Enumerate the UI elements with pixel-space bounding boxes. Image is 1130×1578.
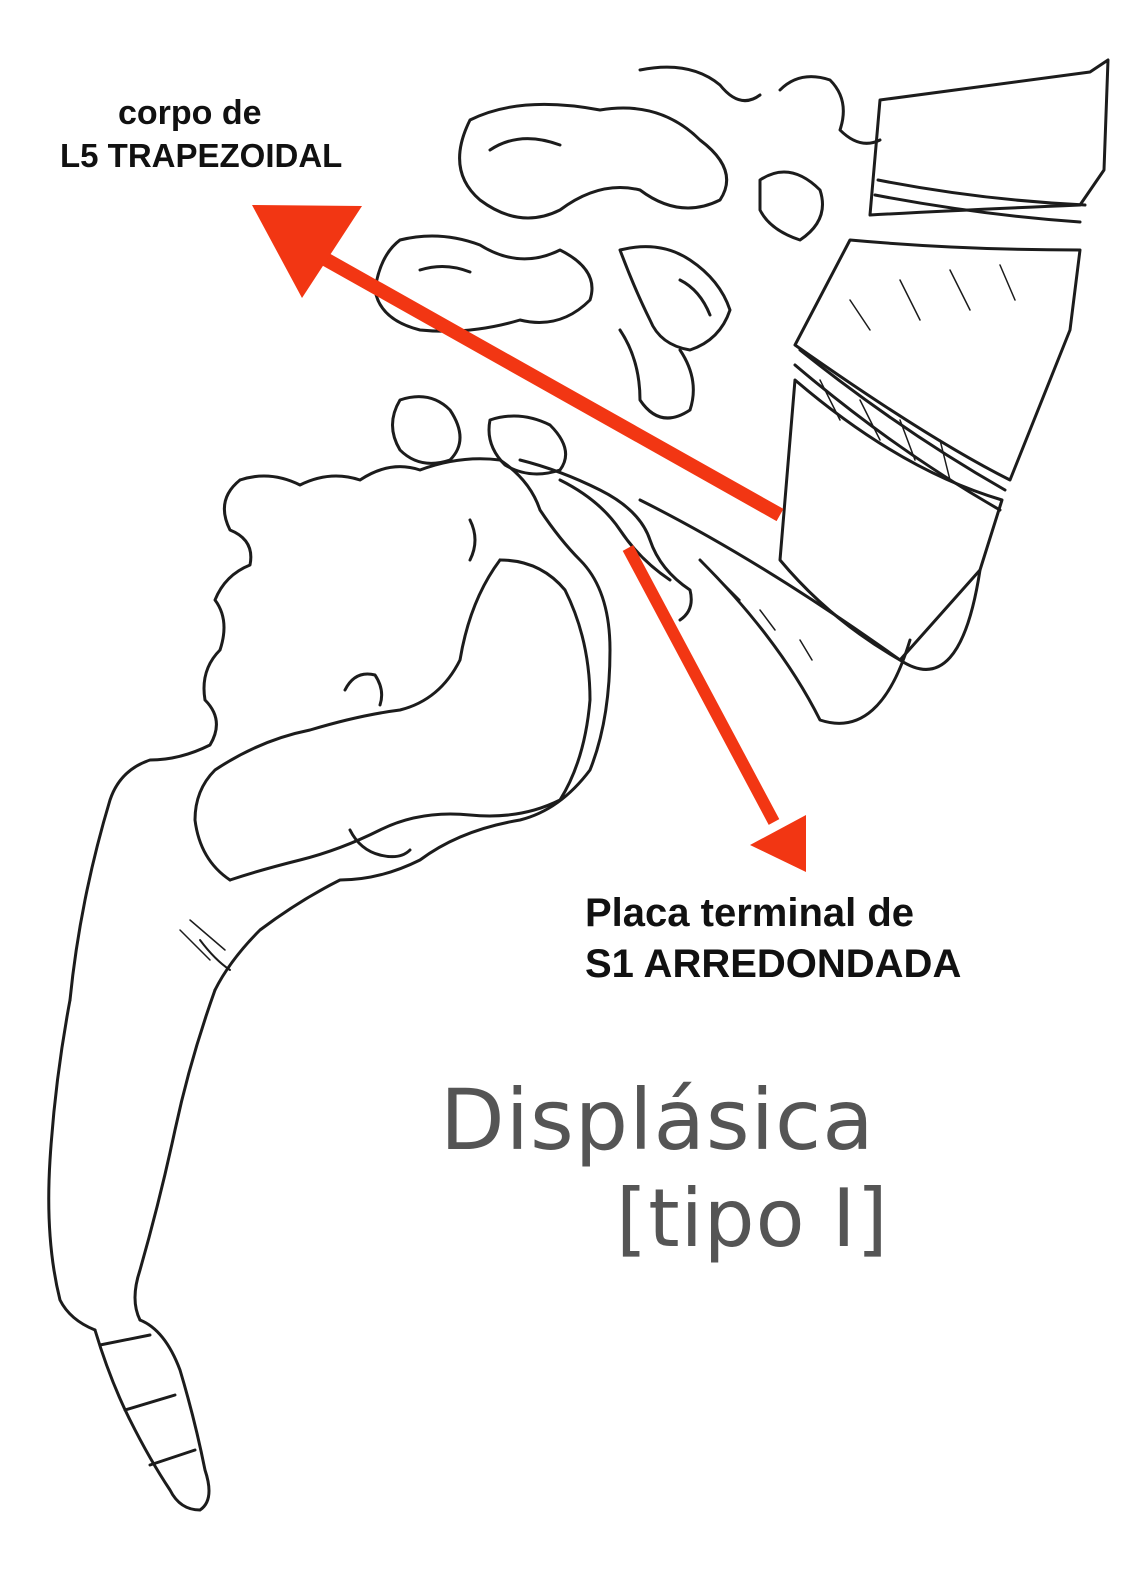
label-s1-line2: S1 ARREDONDADA bbox=[585, 939, 961, 990]
arrow-l5-body bbox=[252, 205, 780, 515]
label-l5-line2: L5 TRAPEZOIDAL bbox=[60, 135, 342, 176]
sacrum bbox=[70, 459, 610, 1000]
label-s1-line1: Placa terminal de bbox=[585, 888, 961, 939]
label-s1-rounded: Placa terminal de S1 ARREDONDADA bbox=[585, 888, 961, 990]
l5-s1-disc bbox=[640, 500, 980, 723]
l5-vertebral-body bbox=[780, 240, 1080, 660]
caption-line1: Displásica bbox=[440, 1070, 889, 1171]
label-l5-trapezoidal: corpo de L5 TRAPEZOIDAL bbox=[60, 92, 342, 176]
posterior-elements bbox=[375, 67, 880, 620]
label-l5-line1: corpo de bbox=[60, 92, 342, 135]
caption-line2: [tipo I] bbox=[440, 1171, 889, 1267]
l4-vertebral-body bbox=[870, 60, 1108, 222]
coccyx bbox=[49, 990, 215, 1510]
arrow-s1-endplate bbox=[628, 548, 806, 872]
caption: Displásica [tipo I] bbox=[440, 1070, 889, 1267]
